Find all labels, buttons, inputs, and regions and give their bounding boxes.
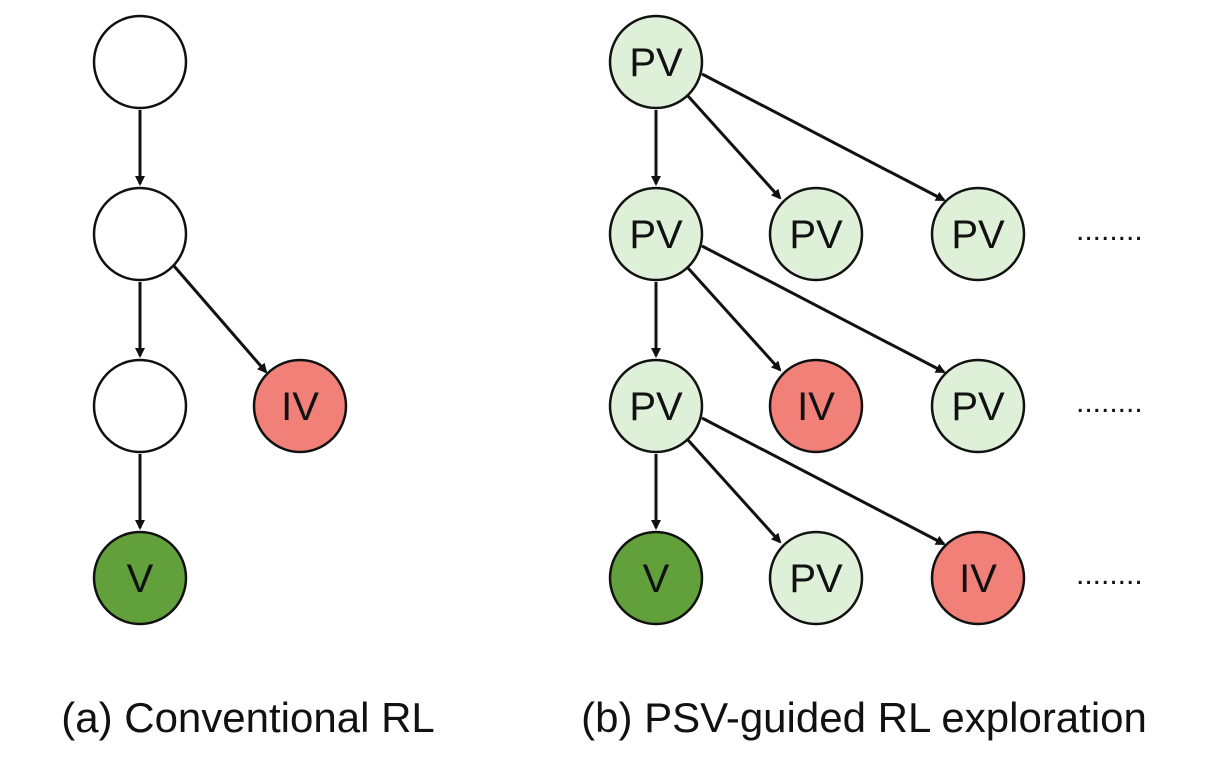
node-empty	[92, 186, 188, 282]
panel-a-node-1	[92, 186, 188, 282]
node-partial-valid	[608, 358, 704, 454]
node-label: PV	[789, 557, 843, 601]
edge-b	[686, 94, 782, 200]
panel-b-node-0: PV	[608, 14, 704, 110]
node-partial-valid	[930, 358, 1026, 454]
ellipsis: ........	[1076, 386, 1143, 419]
panel-b-node-4: PV	[608, 358, 704, 454]
panel-b-node-5: IV	[768, 358, 864, 454]
edge-b	[701, 244, 946, 374]
node-empty	[92, 358, 188, 454]
panel-b-node-8: V	[608, 530, 704, 626]
panel-a-node-4: V	[92, 530, 188, 626]
node-label: IV	[797, 385, 835, 429]
node-partial-valid	[930, 186, 1026, 282]
panel-b-edges	[651, 72, 946, 546]
edge-a-3	[172, 265, 268, 374]
node-empty	[92, 14, 188, 110]
ellipsis: ........	[1076, 214, 1143, 247]
node-label: PV	[951, 385, 1005, 429]
panel-b-node-10: IV	[930, 530, 1026, 626]
edge-b	[686, 438, 782, 544]
node-partial-valid	[768, 530, 864, 626]
panel-b-node-9: PV	[768, 530, 864, 626]
node-valid	[608, 530, 704, 626]
node-label: V	[643, 557, 670, 601]
panel-b-node-3: PV	[930, 186, 1026, 282]
panel-a-caption: (a) Conventional RL	[61, 694, 435, 741]
edge-b	[701, 416, 946, 546]
node-valid	[92, 530, 188, 626]
node-label: PV	[789, 213, 843, 257]
node-partial-valid	[768, 186, 864, 282]
node-invalid	[252, 358, 348, 454]
node-label: IV	[959, 557, 997, 601]
edge-b	[686, 266, 782, 372]
node-partial-valid	[608, 186, 704, 282]
node-partial-valid	[608, 14, 704, 110]
panel-a-node-0	[92, 14, 188, 110]
panel-a-edges	[135, 110, 268, 530]
node-label: V	[127, 557, 154, 601]
panel-a-node-2	[92, 358, 188, 454]
panel-b-node-2: PV	[768, 186, 864, 282]
node-label: PV	[951, 213, 1005, 257]
node-label: IV	[281, 385, 319, 429]
node-label: PV	[629, 213, 683, 257]
edge-b	[701, 72, 946, 202]
panel-b: PV PV PV PV ........ PV IV PV ........	[581, 14, 1147, 741]
ellipsis: ........	[1076, 558, 1143, 591]
panel-a-node-3: IV	[252, 358, 348, 454]
node-label: PV	[629, 41, 683, 85]
panel-b-node-1: PV	[608, 186, 704, 282]
panel-b-node-6: PV	[930, 358, 1026, 454]
node-label: PV	[629, 385, 683, 429]
node-invalid	[768, 358, 864, 454]
panel-a: IV V (a) Conventional RL	[61, 14, 435, 741]
node-invalid	[930, 530, 1026, 626]
panel-b-caption: (b) PSV-guided RL exploration	[581, 694, 1147, 741]
